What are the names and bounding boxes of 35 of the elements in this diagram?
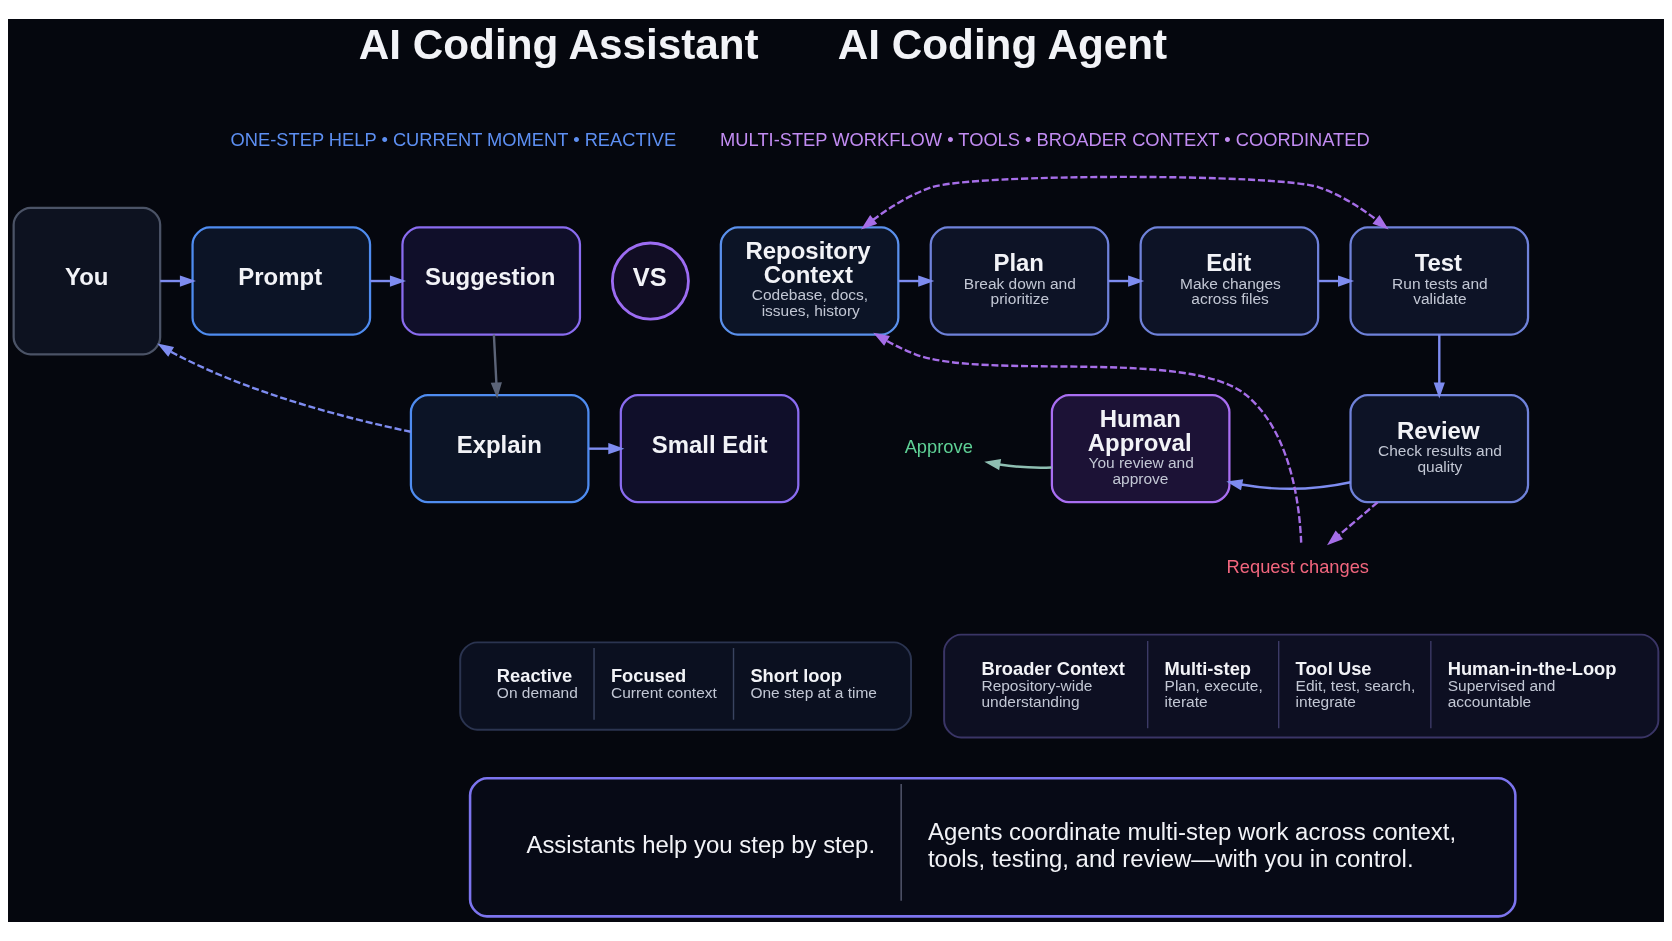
- arrow: [370, 275, 406, 287]
- node-box: Plan Break down and prioritize: [929, 226, 1110, 336]
- node-box: Reactive On demand Focused Current context Short loop One step at a time: [459, 641, 912, 731]
- arrow: [1108, 275, 1145, 287]
- node-box: Test Run tests and validate: [1349, 226, 1530, 336]
- label: AI Coding Agent: [837, 21, 1168, 69]
- arrow: [1226, 479, 1351, 491]
- node-box: Repository Context Codebase, docs, issues, history: [719, 226, 900, 336]
- node-box: Assistants help you step by step. Agents coordinate multi-step work across context, tools, testing, and review—with you in control.: [468, 777, 1517, 918]
- arrow: [984, 459, 1052, 471]
- arrow: [160, 275, 196, 287]
- label: MULTI-STEP WORKFLOW • TOOLS • BROADER CONTEXT • COORDINATED: [720, 129, 1370, 151]
- node-box: Explain: [409, 394, 590, 504]
- arrow: [157, 343, 412, 433]
- label: ONE-STEP HELP • CURRENT MOMENT • REACTIVE: [230, 129, 677, 151]
- node-box: Prompt: [191, 226, 372, 336]
- arrow: [873, 332, 1303, 543]
- arrow: [861, 175, 1389, 230]
- node-box: Small Edit: [619, 394, 800, 504]
- node-text: Approve: [904, 436, 973, 458]
- node-text: Request changes: [1226, 556, 1369, 578]
- arrow: [1433, 334, 1445, 399]
- arrow: [1318, 275, 1355, 287]
- label: AI Coding Assistant: [358, 21, 759, 69]
- arrow: [1327, 501, 1379, 546]
- node-box: Human Approval You review and approve: [1050, 394, 1231, 504]
- node-box: Edit Make changes across files: [1139, 226, 1320, 336]
- node-box: Broader Context Repository-wide understanding Multi-step Plan, execute, iterate Tool Use Edit, test, search, integrate Human-in-the-Loop Supervised and accountable: [943, 633, 1660, 739]
- node-box: Suggestion: [401, 226, 582, 336]
- arrow: [898, 275, 935, 287]
- node-box: Review Check results and quality: [1349, 394, 1530, 504]
- arrow: [588, 443, 625, 455]
- node-box: You: [12, 206, 162, 356]
- node-circle: VS: [610, 241, 690, 321]
- arrow: [490, 334, 502, 399]
